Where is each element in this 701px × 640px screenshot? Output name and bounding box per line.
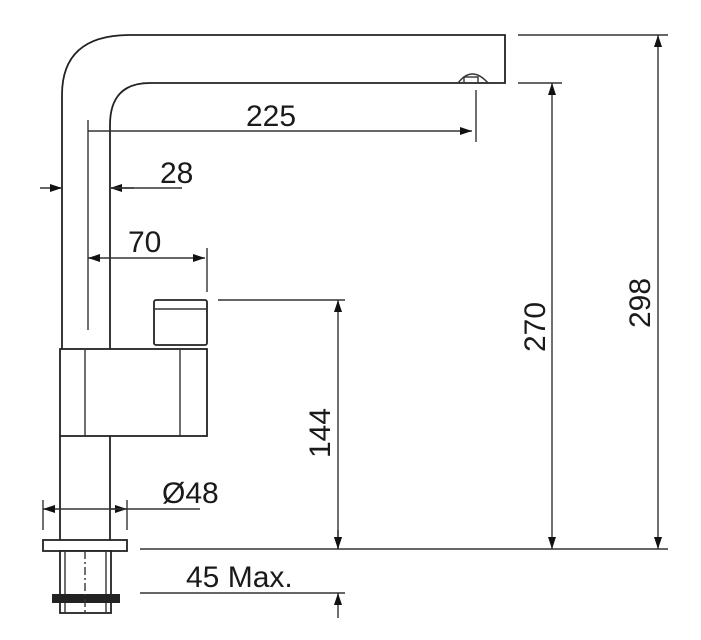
dim-spout-height: 270 [519,302,552,352]
dim-handle-offset: 70 [128,226,161,259]
dim-pipe-width: 28 [160,157,193,190]
base-plate [42,539,128,552]
lock-nut [52,594,120,603]
dim-spout-reach: 225 [246,100,296,133]
spout [61,34,506,349]
faucet-outline [42,34,506,614]
dim-base-diameter: Ø48 [162,477,219,510]
stem [59,436,111,540]
dim-max-thickness: 45 Max. [186,561,293,594]
faucet-body [59,348,208,437]
dimension-lines [40,34,668,618]
dim-total-height: 298 [624,278,657,328]
dim-handle-height: 144 [304,408,337,458]
lever-handle [153,299,208,346]
aerator [457,73,489,84]
